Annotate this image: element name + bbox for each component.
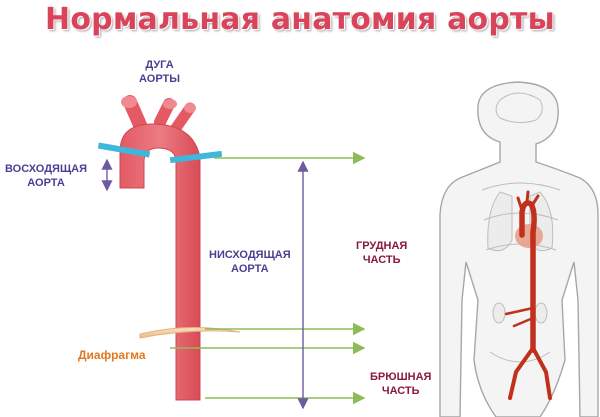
ascending-label: ВОСХОДЯЩАЯ АОРТА <box>5 162 87 190</box>
body-outline <box>439 81 599 417</box>
diaphragm-shape <box>139 326 241 339</box>
abdominal-label-line2: ЧАСТЬ <box>381 385 420 397</box>
thoracic-label: ГРУДНАЯ ЧАСТЬ <box>356 239 407 267</box>
descending-label-line2: АОРТА <box>231 263 269 275</box>
abdominal-label-line1: БРЮШНАЯ <box>370 371 432 383</box>
diaphragm-label: Диафрагма <box>78 348 146 362</box>
abdominal-label: БРЮШНАЯ ЧАСТЬ <box>370 370 431 398</box>
thoracic-label-line1: ГРУДНАЯ <box>356 240 408 252</box>
thoracic-label-line2: ЧАСТЬ <box>362 254 401 266</box>
level-guides <box>170 151 366 405</box>
arch-label-line2: АОРТЫ <box>139 73 181 85</box>
arch-label: ДУГА АОРТЫ <box>139 58 180 86</box>
kidney-right <box>534 302 548 324</box>
heart-shape <box>515 224 543 248</box>
aorta-in-body <box>504 190 552 400</box>
arch-label-line1: ДУГА <box>145 59 174 71</box>
descending-label: НИСХОДЯЩАЯ АОРТА <box>209 248 291 276</box>
kidney-left <box>492 302 506 324</box>
lung-left <box>487 191 513 252</box>
brain-outline <box>495 92 543 124</box>
pelvis-outline <box>489 351 551 363</box>
measure-arrows <box>101 158 309 410</box>
descending-label-line1: НИСХОДЯЩАЯ <box>209 249 291 261</box>
arch-branches <box>121 95 196 134</box>
page-title: Нормальная анатомия аорты <box>45 2 555 37</box>
human-figure <box>439 81 599 417</box>
internal-organs <box>481 92 561 363</box>
ascending-junction-bar <box>97 142 151 158</box>
ascending-label-line1: ВОСХОДЯЩАЯ <box>5 163 88 175</box>
ascending-label-line2: АОРТА <box>27 177 65 189</box>
descending-junction-bar <box>169 150 223 164</box>
